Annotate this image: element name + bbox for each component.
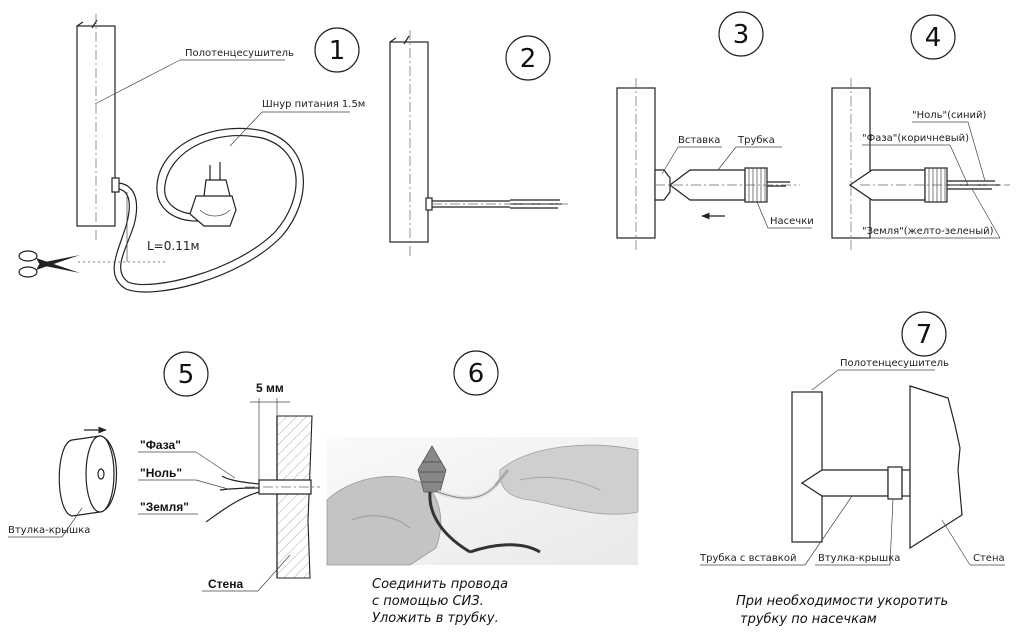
dimension-label: 5 мм	[256, 381, 284, 395]
panel-2: 2	[389, 30, 570, 258]
wire-connection-photo	[326, 437, 639, 566]
bushing-cap	[58, 435, 117, 517]
panel-6: 6 Соединить провода с помощью СИЗ. Уложи…	[326, 350, 639, 626]
step-7-number: 7	[916, 320, 933, 350]
wall-section	[276, 415, 313, 579]
notches-label: Насечки	[770, 216, 814, 227]
step-5-number: 5	[178, 360, 195, 390]
tube-label: Трубка	[737, 135, 775, 146]
ground-wire-label: "Земля"(желто-зеленый)	[862, 226, 994, 237]
phase-wire-label: "Фаза"(коричневый)	[862, 133, 969, 144]
cap-label-7: Втулка-крышка	[818, 553, 900, 564]
neutral-label: "Ноль"	[140, 466, 182, 480]
wall-7	[909, 385, 963, 550]
tube-insert-label: Трубка с вставкой	[699, 553, 796, 564]
step-6-number: 6	[468, 359, 485, 389]
towel-warmer-label: Полотенцесушитель	[185, 48, 294, 59]
tube-with-insert	[800, 469, 889, 497]
step-2-number: 2	[520, 44, 537, 74]
insert-label: Вставка	[678, 135, 720, 146]
step-7-caption-line-2: трубку по насечкам	[740, 612, 877, 627]
ground-label: "Земля"	[140, 500, 189, 514]
step-7-caption-line-1: При необходимости укоротить	[736, 594, 948, 609]
cord-length-label: Шнур питания 1.5м	[262, 99, 365, 110]
step-6-caption-line-3: Уложить в трубку.	[372, 611, 499, 626]
panel-3: 3 Вставка Трубка Насечки	[616, 11, 814, 250]
panel-1: 1 Полотенцесушитель Шнур питания 1.5м L=…	[18, 14, 365, 293]
cap-installed	[887, 466, 903, 500]
phase-label: "Фаза"	[140, 438, 181, 452]
towel-warmer-label-7: Полотенцесушитель	[840, 358, 949, 369]
step-4-number: 4	[925, 23, 942, 53]
wall-label-7: Стена	[973, 553, 1005, 564]
cut-length-label: L=0.11м	[147, 239, 200, 253]
panel-5: 5 Втулка-крышка 5 мм "Фаза" "Ноль"	[8, 351, 320, 592]
step-6-caption-line-2: с помощью СИЗ.	[372, 594, 484, 609]
scissors-icon	[18, 250, 80, 278]
wall-label: Стена	[208, 577, 243, 591]
cap-label: Втулка-крышка	[8, 525, 90, 536]
step-1-number: 1	[329, 36, 346, 66]
power-plug-icon	[189, 162, 237, 227]
panel-4: 4 "Ноль"(синий) "Фаза"(коричневый) "Земл…	[831, 14, 1010, 250]
towel-warmer-pipe-2	[389, 41, 429, 243]
neutral-wire-label: "Ноль"(синий)	[912, 110, 987, 121]
step-6-caption-line-1: Соединить провода	[372, 577, 508, 592]
panel-7: 7 Полотенцесушитель Трубка с вставкой Вт…	[699, 311, 1005, 627]
towel-warmer-pipe-7	[791, 391, 823, 543]
step-3-number: 3	[733, 20, 750, 50]
